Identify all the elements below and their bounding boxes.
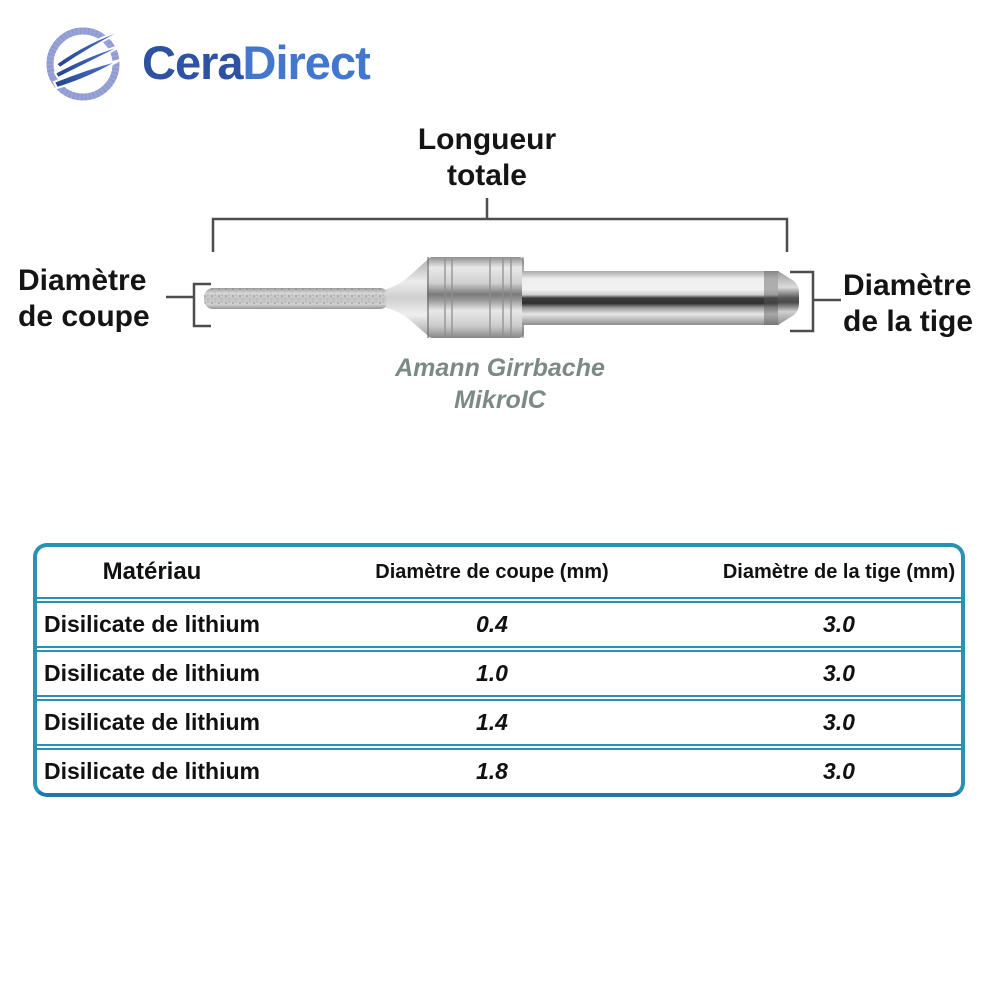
cell-cut-diameter: 0.4 [476, 611, 508, 637]
table-row: Disilicate de lithium 1.8 3.0 [37, 744, 961, 793]
cell-cut-diameter: 1.8 [476, 758, 508, 784]
table-row: Disilicate de lithium 1.0 3.0 [37, 646, 961, 695]
cut-diameter-bracket [166, 282, 211, 328]
cut-diameter-label: Diamètre de coupe [18, 264, 150, 333]
brand-logo: CeraDirect [40, 22, 371, 104]
spec-table: Matériau Diamètre de coupe (mm) Diamètre… [33, 543, 965, 797]
cell-cut-diameter: 1.4 [476, 709, 508, 735]
cell-material: Disilicate de lithium [44, 758, 260, 784]
milling-bur-illustration [204, 257, 799, 338]
bur-technical-drawing [166, 198, 841, 338]
spec-table-header-row: Matériau Diamètre de coupe (mm) Diamètre… [37, 547, 961, 597]
table-row: Disilicate de lithium 0.4 3.0 [37, 597, 961, 646]
total-length-bracket [211, 198, 789, 252]
wave-circle-icon [46, 27, 129, 101]
cell-material: Disilicate de lithium [44, 660, 260, 686]
cell-material: Disilicate de lithium [44, 709, 260, 735]
cell-shank-diameter: 3.0 [823, 758, 855, 784]
tool-brand-caption: Amann Girrbache MikroIC [395, 354, 605, 414]
cell-shank-diameter: 3.0 [823, 611, 855, 637]
header-shank-diameter: Diamètre de la tige (mm) [722, 560, 956, 583]
cell-shank-diameter: 3.0 [823, 709, 855, 735]
brand-name-part1: Cera [142, 36, 244, 89]
shank-diameter-label: Diamètre de la tige [843, 269, 974, 338]
brand-name: CeraDirect [142, 23, 371, 103]
table-row: Disilicate de lithium 1.4 3.0 [37, 695, 961, 744]
brand-name-part2: Direct [242, 36, 371, 89]
total-length-label: Longueur totale [417, 123, 557, 192]
cell-material: Disilicate de lithium [44, 611, 260, 637]
cell-shank-diameter: 3.0 [823, 660, 855, 686]
cell-cut-diameter: 1.0 [476, 660, 508, 686]
shank-diameter-bracket [790, 270, 841, 333]
header-material: Matériau [102, 558, 202, 585]
header-cut-diameter: Diamètre de coupe (mm) [375, 560, 609, 583]
